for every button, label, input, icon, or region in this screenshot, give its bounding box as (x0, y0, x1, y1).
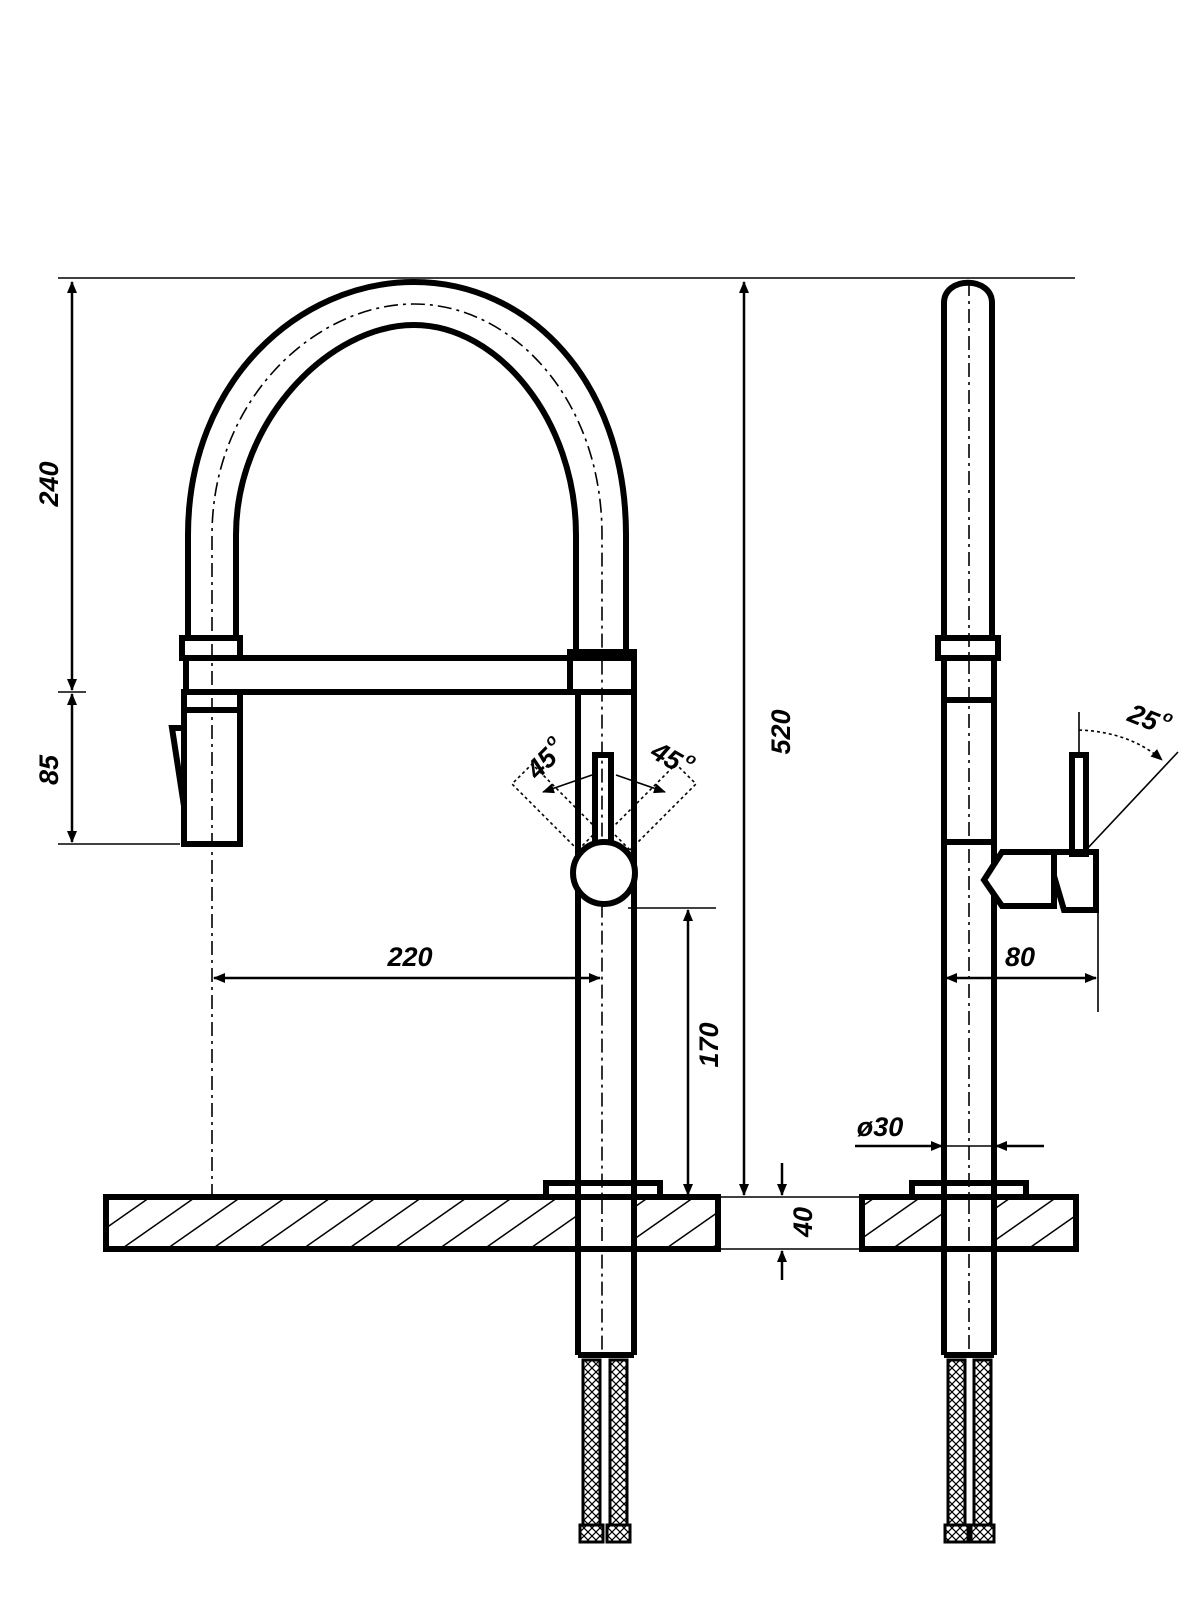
side-hose-left (946, 1358, 967, 1527)
hose-nut-left (578, 1523, 605, 1544)
dim-total-height: 520 (766, 709, 796, 754)
angle-arrow-left (542, 774, 593, 794)
tilt-angled-ref (1085, 751, 1179, 851)
hose-right (608, 1358, 629, 1527)
side-handle-hub (980, 849, 1057, 909)
spout-arch-inner (233, 321, 579, 652)
dim-angle-right: 45 (645, 735, 688, 777)
crossbar-clip (183, 655, 637, 695)
side-hose-nut-left (943, 1523, 970, 1544)
side-collar (935, 635, 1001, 661)
body-collar (567, 649, 637, 695)
hose-left (581, 1358, 602, 1527)
sprayer-head (181, 689, 243, 847)
degree-mark-tilt: o (1160, 708, 1176, 728)
dim-sprayer-height: 85 (34, 754, 64, 785)
dim-tilt-angle: 25 (1123, 698, 1164, 738)
side-hose-nut-right (969, 1523, 996, 1544)
side-spout (941, 279, 995, 638)
dim-handle-projection: 80 (1005, 942, 1035, 972)
dim-reach: 220 (386, 942, 432, 972)
dim-angle-left: 45 (520, 742, 564, 786)
hose-nut-right (605, 1523, 632, 1544)
side-handle-block (1051, 849, 1099, 913)
side-hose-right (972, 1358, 993, 1527)
dim-body-diameter: ø30 (857, 1112, 904, 1142)
side-view (909, 279, 1179, 1544)
dim-deck-thickness: 40 (788, 1207, 818, 1238)
dim-spout-height: 240 (34, 461, 64, 507)
angle-arrow-right (615, 774, 666, 794)
dim-handle-height: 170 (694, 1022, 724, 1067)
sprayer-trigger (168, 725, 187, 807)
side-handle-lever (1069, 752, 1089, 857)
front-view (168, 278, 698, 1544)
body-through-deck-left (581, 1200, 631, 1246)
spout-arch-outer (185, 278, 629, 652)
handle-swing-left (510, 762, 600, 852)
dimension-lines (58, 281, 1099, 1280)
handle-swing-right (608, 762, 698, 852)
handle-knob (570, 839, 638, 907)
spout-centerline (211, 303, 603, 1355)
